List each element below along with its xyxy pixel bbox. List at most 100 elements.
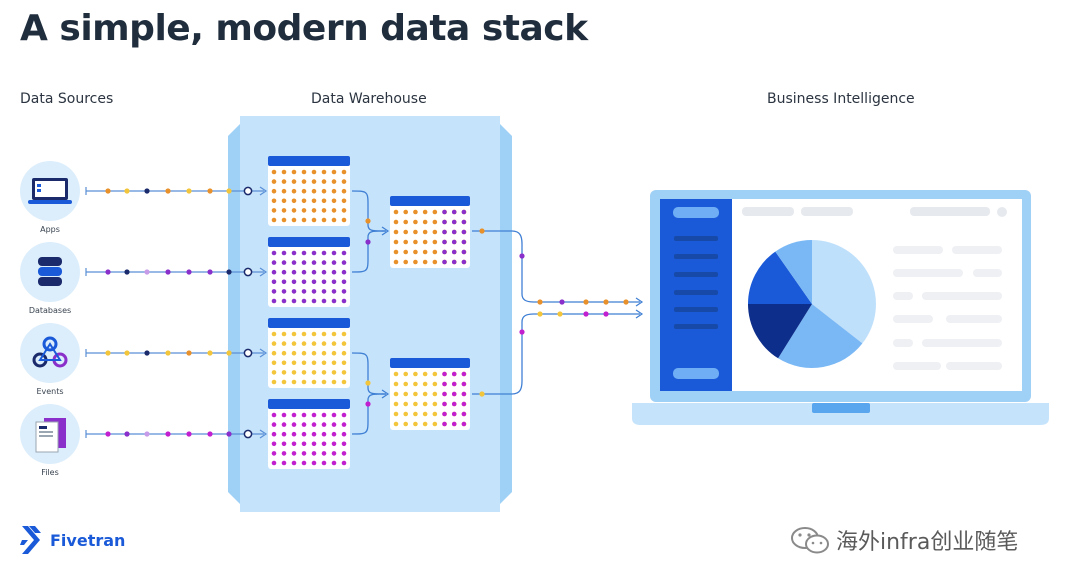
bi-text-placeholder <box>893 269 963 277</box>
table-cell-dot <box>422 259 428 265</box>
table-cell-dot <box>321 350 327 356</box>
laptop-base <box>632 403 1049 425</box>
table-cell-dot <box>281 451 287 456</box>
table-cell-dot <box>301 379 307 385</box>
table-cell-dot <box>461 391 467 397</box>
table-cell-dot <box>321 341 327 346</box>
table-cell-dot <box>341 289 347 294</box>
table-cell-dot <box>281 431 287 437</box>
table-cell-dot <box>422 229 428 235</box>
table-cell-dot <box>451 259 457 265</box>
table-cell-dot <box>451 209 457 215</box>
table-cell-dot <box>331 188 337 194</box>
table-cell-dot <box>301 169 307 175</box>
table-cell-dot <box>461 249 467 255</box>
table-cell-dot <box>281 179 287 184</box>
table-cell-dot <box>271 460 277 466</box>
table-cell-dot <box>341 451 347 456</box>
bi-topbar-pill <box>742 207 794 216</box>
source-events <box>20 323 80 383</box>
table-cell-dot <box>341 269 347 275</box>
table-cell-dot <box>341 350 347 356</box>
table-body <box>268 318 350 388</box>
flow-dot <box>365 218 371 224</box>
connector-arrow <box>635 297 644 307</box>
connector-line <box>472 230 640 303</box>
connector-node <box>243 429 253 439</box>
table-cell-dot <box>301 341 307 346</box>
flow-dot <box>144 431 150 437</box>
table-cell-dot <box>271 341 277 346</box>
data-sources-heading: Data Sources <box>20 91 114 107</box>
flow-dot <box>165 188 171 194</box>
bi-text-placeholder <box>922 339 1002 347</box>
webhook-node <box>42 336 58 352</box>
table-cell-dot <box>331 298 337 304</box>
table-cell-dot <box>291 460 297 466</box>
table-cell-dot <box>403 259 409 265</box>
table-cell-dot <box>331 379 337 385</box>
table-cell-dot <box>422 219 428 225</box>
table-body <box>390 358 470 430</box>
table-cell-dot <box>432 239 438 245</box>
table-cell-dot <box>442 259 447 265</box>
table-cell-dot <box>331 360 337 366</box>
bi-text-placeholder <box>946 315 1002 323</box>
table-cell-dot <box>413 239 418 245</box>
merge-arrow <box>381 226 390 236</box>
table-cell-dot <box>461 381 467 387</box>
table-cell-dot <box>341 250 347 256</box>
table-cell-dot <box>321 422 327 427</box>
table-cell-dot <box>331 208 337 213</box>
table-cell-dot <box>442 239 447 245</box>
table-cell-dot <box>311 188 317 194</box>
joined-table-mix <box>442 209 467 427</box>
table-cell-dot <box>461 229 467 235</box>
table-cell-dot <box>451 381 457 387</box>
table-cell-dot <box>413 219 418 225</box>
table-cell-dot <box>271 279 277 285</box>
table-cell-dot <box>341 208 347 213</box>
table-cell-dot <box>271 451 277 456</box>
table-cell-dot <box>301 217 307 223</box>
file-line <box>39 435 53 437</box>
fivetran-brand: Fivetran <box>20 526 125 554</box>
table-cell-dot <box>311 460 317 466</box>
flow-dot <box>226 431 232 437</box>
table-cell-dot <box>311 441 317 447</box>
pie-slice <box>775 240 812 304</box>
flow-dot <box>165 269 171 275</box>
table-body <box>268 399 350 469</box>
table-cell-dot <box>403 249 409 255</box>
table-cell-dot <box>331 260 337 265</box>
table-cell-dot <box>291 412 297 418</box>
table-cell-dot <box>321 260 327 265</box>
laptop-base <box>28 200 72 204</box>
bi-sidebar-line <box>674 254 718 259</box>
table-cell-dot <box>311 260 317 265</box>
flow-dot <box>124 431 130 437</box>
database-disk <box>38 257 62 266</box>
table-cell-dot <box>311 289 317 294</box>
table-cell-dot <box>311 250 317 256</box>
table-cell-dot <box>403 411 409 417</box>
table-cell-dot <box>403 391 409 397</box>
table-apps <box>268 156 350 226</box>
table-cell-dot <box>321 379 327 385</box>
connector-line <box>472 313 640 395</box>
table-cell-dot <box>271 298 277 304</box>
table-cell-dot <box>432 401 438 407</box>
table-cell-dot <box>291 298 297 304</box>
table-cell-dot <box>403 421 409 427</box>
table-cell-dot <box>341 341 347 346</box>
table-cell-dot <box>301 289 307 294</box>
table-cell-dot <box>281 350 287 356</box>
table-cell-dot <box>341 370 347 375</box>
flow-dot <box>144 350 150 356</box>
flow-dot <box>537 299 543 305</box>
table-cell-dot <box>291 431 297 437</box>
table-cell-dot <box>422 249 428 255</box>
flow-dot <box>105 350 111 356</box>
table-cell-dot <box>291 169 297 175</box>
table-cell-dot <box>341 441 347 447</box>
